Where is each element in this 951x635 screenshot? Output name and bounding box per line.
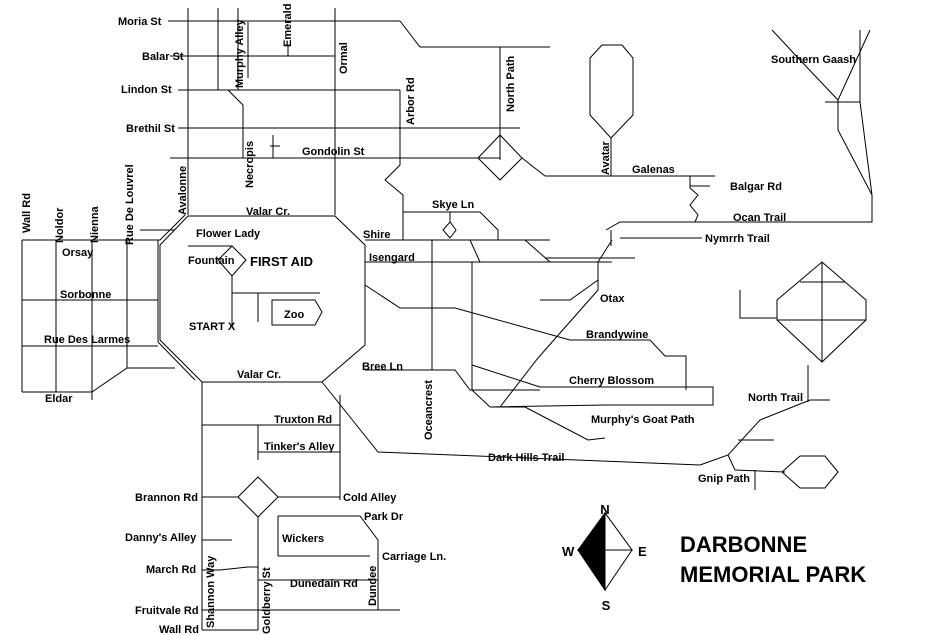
map-title-line2: MEMORIAL PARK <box>680 562 866 587</box>
label-dundee: Dundee <box>367 566 379 606</box>
label-brethil-st: Brethil St <box>126 123 175 135</box>
label-north-trail: North Trail <box>748 392 803 404</box>
label-dunedain-rd: Dunedain Rd <box>290 578 358 590</box>
label-brannon-rd: Brannon Rd <box>135 492 198 504</box>
label-murphy-alley: Murphy Alley <box>234 18 246 88</box>
label-cold-alley: Cold Alley <box>343 492 397 504</box>
label-park-dr: Park Dr <box>364 511 404 523</box>
label-march-rd: March Rd <box>146 564 196 576</box>
label-otax: Otax <box>600 293 625 305</box>
label-skye-ln: Skye Ln <box>432 199 474 211</box>
label-first-aid: FIRST AID <box>250 254 313 269</box>
label-avalonne: Avalonne <box>177 166 189 215</box>
label-isengard: Isengard <box>369 252 415 264</box>
label-cherry-blossom: Cherry Blossom <box>569 375 654 387</box>
label-wall-rd-south: Wall Rd <box>159 624 199 635</box>
label-necropis: Necropis <box>244 141 256 188</box>
label-start-x: START X <box>189 321 236 333</box>
label-brandywine: Brandywine <box>586 329 648 341</box>
label-oceancrest: Oceancrest <box>423 380 435 440</box>
label-gnip-path: Gnip Path <box>698 473 750 485</box>
label-sorbonne: Sorbonne <box>60 289 111 301</box>
label-avatar: Avatar <box>600 140 612 175</box>
label-ormal: Ormal <box>338 42 350 74</box>
label-nienna: Nienna <box>89 205 101 243</box>
label-shannon-way: Shannon Way <box>205 555 217 628</box>
label-carriage-ln: Carriage Ln. <box>382 551 446 563</box>
label-bree-ln: Bree Ln <box>362 361 403 373</box>
compass-west: W <box>562 544 575 559</box>
label-wall-rd-west: Wall Rd <box>21 193 33 233</box>
compass-rose-icon: N S E W <box>562 502 647 613</box>
label-ocan-trail: Ocan Trail <box>733 212 786 224</box>
label-rue-de-louvrel: Rue De Louvrel <box>124 164 136 245</box>
label-nymrrh-trail: Nymrrh Trail <box>705 233 770 245</box>
label-balgar-rd: Balgar Rd <box>730 181 782 193</box>
label-moria-st: Moria St <box>118 16 162 28</box>
label-fountain: Fountain <box>188 255 235 267</box>
road-network <box>21 8 873 631</box>
label-eldar: Eldar <box>45 393 73 405</box>
label-fruitvale-rd: Fruitvale Rd <box>135 605 199 617</box>
label-shire: Shire <box>363 229 391 241</box>
compass-north: N <box>600 502 609 517</box>
label-rue-des-larmes: Rue Des Larmes <box>44 334 130 346</box>
label-galenas: Galenas <box>632 164 675 176</box>
label-valar-cr-top: Valar Cr. <box>246 206 290 218</box>
label-gondolin-st: Gondolin St <box>302 146 365 158</box>
label-dannys-alley: Danny's Alley <box>125 532 197 544</box>
label-flower-lady: Flower Lady <box>196 228 261 240</box>
label-emerald: Emerald <box>282 4 294 47</box>
label-murphys-goat-path: Murphy's Goat Path <box>591 414 695 426</box>
label-north-path: North Path <box>505 56 517 113</box>
label-wickers: Wickers <box>282 533 324 545</box>
compass-south: S <box>602 598 611 613</box>
label-zoo: Zoo <box>284 309 304 321</box>
label-balar-st: Balar St <box>142 51 184 63</box>
map-title-line1: DARBONNE <box>680 532 807 557</box>
label-noldor: Noldor <box>54 207 66 243</box>
street-labels: Moria St Balar St Lindon St Brethil St G… <box>21 4 856 635</box>
compass-east: E <box>638 544 647 559</box>
label-arbor-rd: Arbor Rd <box>405 77 417 125</box>
label-southern-gaash: Southern Gaash <box>771 54 856 66</box>
label-lindon-st: Lindon St <box>121 84 172 96</box>
label-tinkers-alley: Tinker's Alley <box>264 441 335 453</box>
label-truxton-rd: Truxton Rd <box>274 414 332 426</box>
label-dark-hills-trail: Dark Hills Trail <box>488 452 564 464</box>
label-valar-cr-bottom: Valar Cr. <box>237 369 281 381</box>
label-orsay: Orsay <box>62 247 94 259</box>
label-goldberry-st: Goldberry St <box>261 567 273 634</box>
